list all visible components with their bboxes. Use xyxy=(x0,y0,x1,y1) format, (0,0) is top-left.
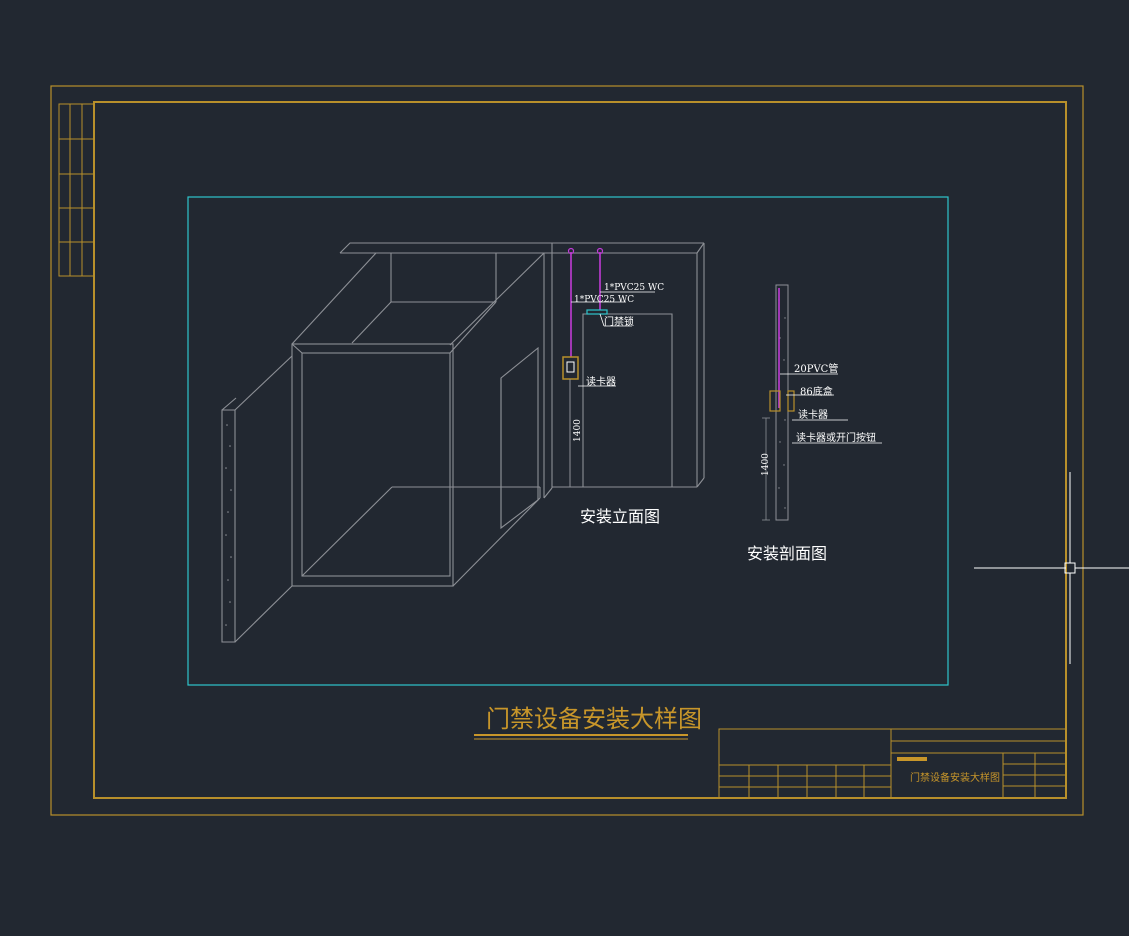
section-view xyxy=(762,284,795,521)
crosshair-cursor-icon xyxy=(974,472,1129,664)
label-reader-or-button: 读卡器或开门按钮 xyxy=(796,431,876,444)
door-lock-symbol xyxy=(586,309,608,315)
card-reader-symbol xyxy=(562,356,579,487)
label-conduit-1: 1*PVC25 WC xyxy=(604,283,664,293)
title-block xyxy=(718,728,1067,799)
label-pvc: 20PVC管 xyxy=(794,362,838,375)
model-viewport[interactable] xyxy=(187,196,949,686)
label-reader: 读卡器 xyxy=(798,408,828,421)
sheet-frame xyxy=(50,85,1084,816)
title-block-drawing-name: 门禁设备安装大样图 xyxy=(910,771,1000,784)
label-box: 86底盒 xyxy=(800,385,833,398)
elevation-dim-height: 1400 xyxy=(573,419,583,442)
title-block-logo-bar xyxy=(897,757,927,761)
label-conduit-2: 1*PVC25 WC xyxy=(574,295,634,305)
elevation-caption: 安装立面图 xyxy=(580,507,660,526)
binding-margin-grid xyxy=(58,103,95,277)
label-door-lock: 门禁锁 xyxy=(604,315,634,328)
door-leaf-hatch xyxy=(225,424,232,626)
section-dim-height: 1400 xyxy=(761,453,771,476)
elevation-leaders xyxy=(571,291,655,387)
label-card-reader: 读卡器 xyxy=(586,375,616,388)
section-caption: 安装剖面图 xyxy=(747,544,827,563)
drawing-title: 门禁设备安装大样图 xyxy=(486,705,702,733)
section-leaders xyxy=(780,373,882,444)
door-isometric-view xyxy=(221,242,705,643)
elevation-conduits xyxy=(567,247,604,357)
